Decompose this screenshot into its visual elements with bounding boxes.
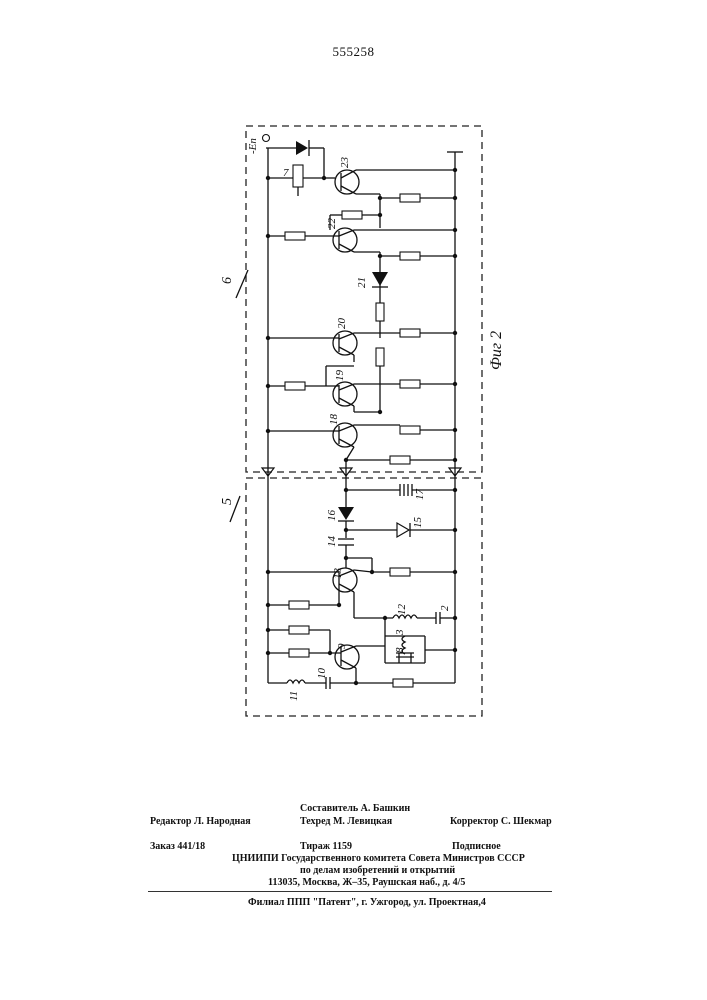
label-23: 23 xyxy=(339,157,351,169)
supply-label: -Eп xyxy=(247,138,259,154)
label-12: 12 xyxy=(396,604,408,616)
address: 113035, Москва, Ж–35, Раушская наб., д. … xyxy=(268,877,465,888)
figure-caption: Фиг 2 xyxy=(488,331,506,370)
transistor-20-icon xyxy=(333,331,357,355)
relay-coil-7-icon xyxy=(293,165,303,187)
label-8: 8 xyxy=(394,647,406,653)
diode-16-icon xyxy=(338,507,354,520)
transistor-23-icon xyxy=(335,170,359,194)
label-3: 3 xyxy=(394,629,406,636)
compiler-credit: Составитель А. Башкин xyxy=(300,803,410,814)
branch-address: Филиал ППП "Патент", г. Ужгород, ул. Про… xyxy=(248,897,486,908)
label-17: 17 xyxy=(414,489,426,501)
label-22: 22 xyxy=(326,218,338,230)
diode-15-icon xyxy=(397,523,409,537)
zener-21-icon xyxy=(372,272,388,286)
block-5-label: 5 xyxy=(220,498,235,505)
imprint-divider xyxy=(148,891,552,892)
label-11: 11 xyxy=(288,691,300,701)
label-15: 15 xyxy=(412,517,424,529)
techeditor-credit: Техред М. Левицкая xyxy=(300,816,392,827)
editor-credit: Редактор Л. Народная xyxy=(150,816,251,827)
corrector-credit: Корректор С. Шекмар xyxy=(450,816,552,827)
inductor-11-icon xyxy=(287,680,305,683)
subscription: Подписное xyxy=(452,841,501,852)
label-16: 16 xyxy=(326,510,338,522)
transistor-22-icon xyxy=(333,228,357,252)
diode-icon xyxy=(296,141,308,155)
block-6-label: 6 xyxy=(220,277,235,284)
block-5-outline xyxy=(246,478,482,716)
label-14: 14 xyxy=(326,536,338,548)
label-18: 18 xyxy=(328,414,340,426)
transistor-18-icon xyxy=(333,423,357,447)
label-7: 7 xyxy=(283,167,289,179)
label-21: 21 xyxy=(356,277,368,288)
label-9: 9 xyxy=(336,643,348,649)
org-line-2: по делам изобретений и открытий xyxy=(300,865,455,876)
order-number: Заказ 441/18 xyxy=(150,841,205,852)
supply-terminal-icon xyxy=(263,135,270,142)
label-13: 13 xyxy=(332,568,344,580)
label-10: 10 xyxy=(316,668,328,680)
label-19: 19 xyxy=(334,370,346,382)
label-2: 2 xyxy=(439,605,451,611)
circulation: Тираж 1159 xyxy=(300,841,352,852)
label-20: 20 xyxy=(336,318,348,330)
org-line-1: ЦНИИПИ Государственного комитета Совета … xyxy=(232,853,525,864)
